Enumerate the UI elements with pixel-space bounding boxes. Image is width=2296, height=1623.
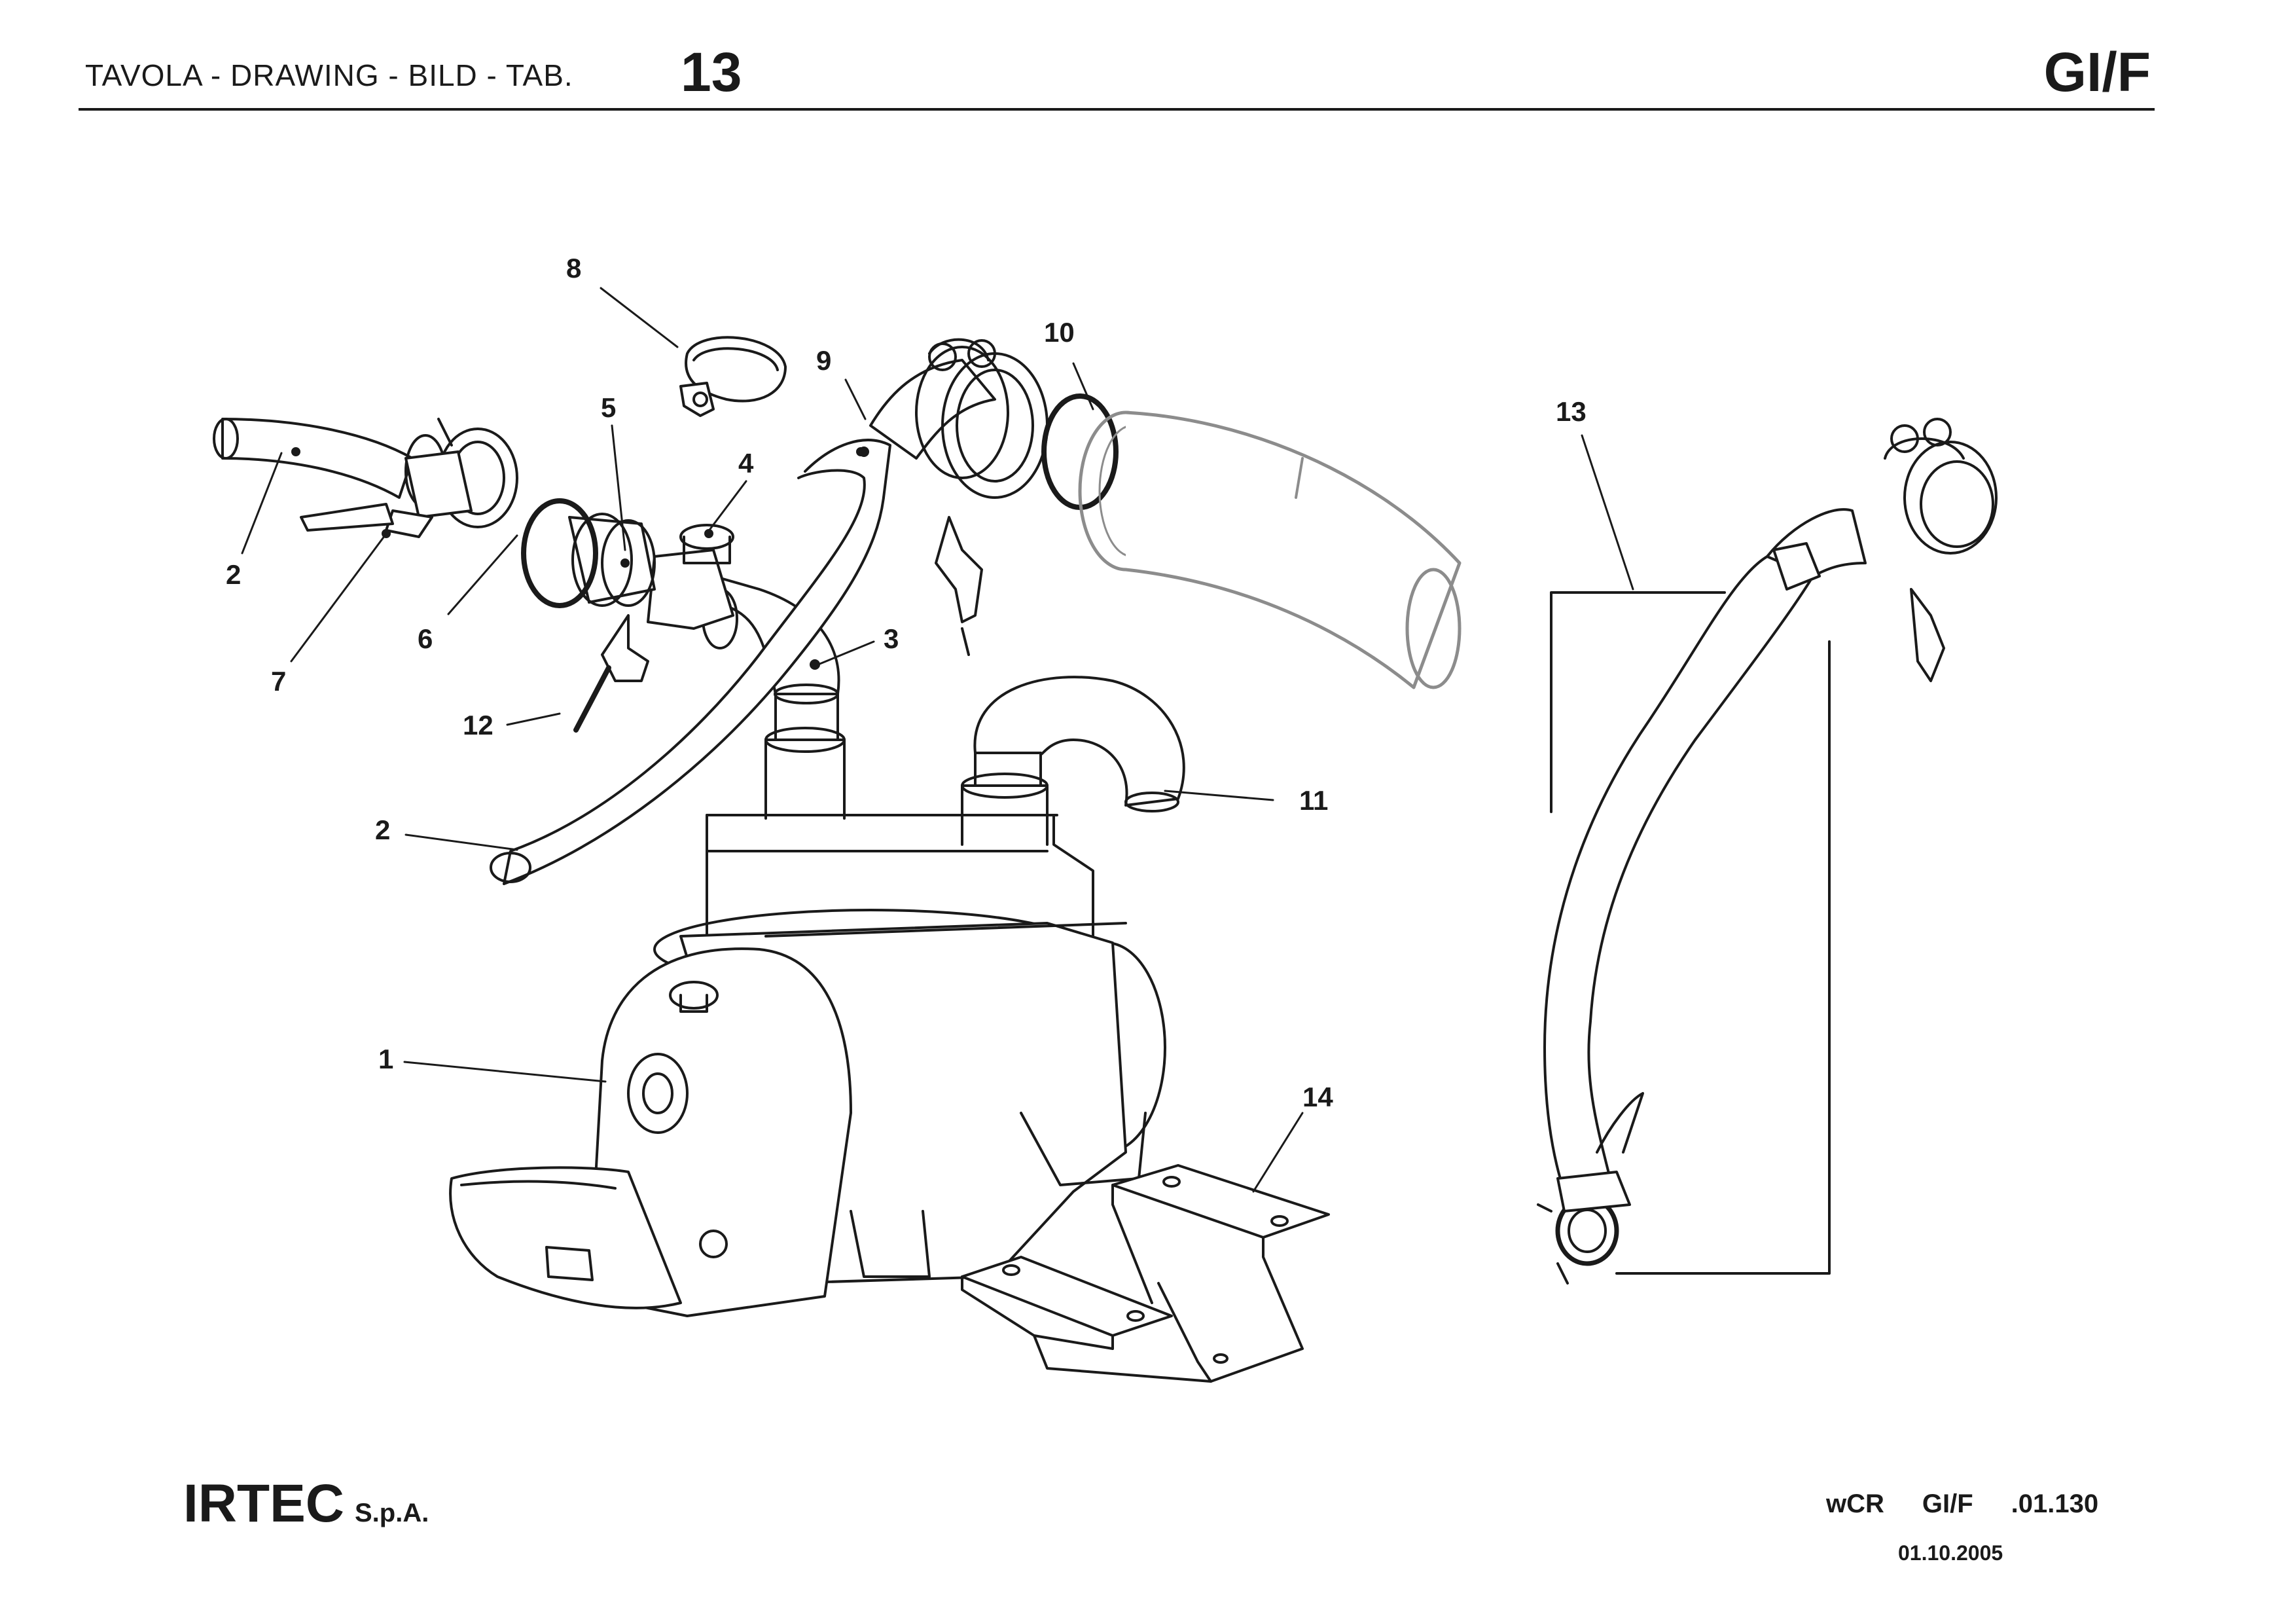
inlet-coupling-7 <box>213 418 518 538</box>
doc-code-number: .01.130 <box>2011 1489 2099 1518</box>
doc-code-prefix: wCR <box>1826 1489 1884 1518</box>
large-suction-hose <box>1078 410 1462 689</box>
callout-13: 13 <box>1556 396 1587 427</box>
callout-14: 14 <box>1302 1082 1333 1112</box>
pump-body <box>449 814 1166 1317</box>
company-main: IRTEC <box>183 1474 344 1533</box>
callout-11: 11 <box>1299 785 1328 816</box>
suction-hose-2 <box>490 439 891 885</box>
callout-3: 3 <box>884 623 899 654</box>
callout-12: 12 <box>463 710 493 740</box>
callout-7: 7 <box>271 666 286 697</box>
hose-assembly-13 <box>1537 418 1998 1285</box>
callout-10: 10 <box>1044 317 1075 348</box>
callout-2-short-hose: 2 <box>226 559 241 590</box>
document-date: 01.10.2005 <box>1898 1541 2003 1565</box>
callout-8: 8 <box>566 253 581 283</box>
callout-6: 6 <box>418 623 433 654</box>
header-title: TAVOLA - DRAWING - BILD - TAB. <box>85 58 573 92</box>
callout-9: 9 <box>816 345 831 376</box>
header-rule <box>79 108 2155 111</box>
company-name: IRTEC S.p.A. <box>183 1473 429 1535</box>
mounting-bracket-14 <box>961 1164 1330 1383</box>
callout-1: 1 <box>378 1044 393 1074</box>
hose-clamp-8 <box>679 336 787 417</box>
delivery-coupling-9-10 <box>859 338 1119 656</box>
company-suffix: S.p.A. <box>355 1499 429 1527</box>
document-code: wCR GI/F .01.130 <box>1826 1489 2098 1519</box>
table-number: 13 <box>681 41 742 103</box>
model-code: GI/F <box>2043 41 2151 103</box>
callout-4: 4 <box>738 448 754 479</box>
valve-assembly <box>521 498 734 733</box>
doc-code-model: GI/F <box>1922 1489 1973 1518</box>
callout-5: 5 <box>601 392 616 423</box>
callout-2-long-hose: 2 <box>375 814 390 845</box>
callout-labels: 8 9 10 5 4 2 6 7 3 12 2 11 1 13 14 <box>226 253 1587 1112</box>
leader-lines <box>241 287 1634 1193</box>
outlet-pipe-risers <box>764 676 1185 846</box>
